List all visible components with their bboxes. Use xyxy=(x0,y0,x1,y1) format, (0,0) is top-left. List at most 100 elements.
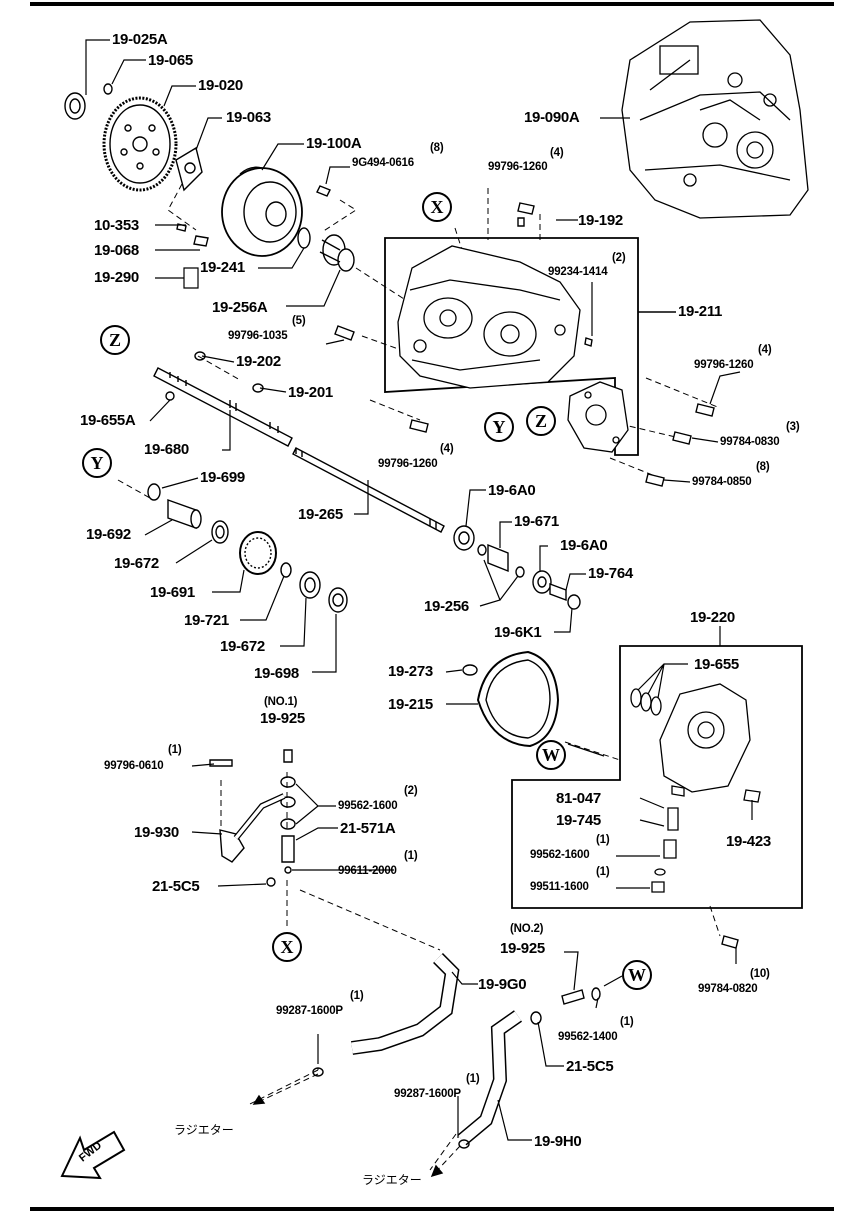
part-label: 19-220 xyxy=(690,609,735,626)
part-label: 19-698 xyxy=(254,665,299,682)
quantity-label: (3) xyxy=(786,421,800,433)
callout-circle-x: X xyxy=(422,192,452,222)
callout-circle-w: W xyxy=(536,740,566,770)
quantity-label: (1) xyxy=(596,834,610,846)
quantity-label: (NO.2) xyxy=(510,923,544,935)
part-label: 99562-1600 xyxy=(530,849,590,861)
part-label: 21-571A xyxy=(340,820,396,837)
part-label: 21-5C5 xyxy=(566,1058,614,1075)
quantity-label: (4) xyxy=(440,443,454,455)
transaxle-assembly-drawing xyxy=(621,19,809,219)
part-label: 21-5C5 xyxy=(152,878,200,895)
quantity-label: (8) xyxy=(756,461,770,473)
part-label: 19-020 xyxy=(198,77,243,94)
part-label: 19-065 xyxy=(148,52,193,69)
part-label: 19-925 xyxy=(260,710,305,727)
hoses-drawing xyxy=(209,749,739,1149)
callout-circle-z: Z xyxy=(100,325,130,355)
part-label: 99796-1035 xyxy=(228,330,288,342)
part-label: 19-063 xyxy=(226,109,271,126)
quantity-label: (1) xyxy=(350,990,364,1002)
part-label: 19-930 xyxy=(134,824,179,841)
part-label: 19-211 xyxy=(678,303,723,320)
shafts-drawing xyxy=(153,351,445,533)
transaxle-cover-drawing xyxy=(630,683,761,893)
quantity-label: (10) xyxy=(750,968,770,980)
transaxle-case-drawing xyxy=(397,245,629,453)
quantity-label: (8) xyxy=(430,142,444,154)
part-label: 19-290 xyxy=(94,269,139,286)
part-label: 19-9H0 xyxy=(534,1133,582,1150)
part-label: 19-6A0 xyxy=(488,482,536,499)
part-label: 19-680 xyxy=(144,441,189,458)
radiator-label: ラジエター xyxy=(362,1173,422,1187)
quantity-label: (1) xyxy=(404,850,418,862)
quantity-label: (5) xyxy=(292,315,306,327)
part-label: 19-192 xyxy=(578,212,623,229)
quantity-label: (4) xyxy=(758,344,772,356)
part-label: 19-671 xyxy=(514,513,559,530)
part-label: 19-672 xyxy=(114,555,159,572)
part-label: 19-655 xyxy=(694,656,739,673)
part-label: 99784-0830 xyxy=(720,436,780,448)
gear-cluster-drawing xyxy=(147,483,581,613)
quantity-label: (2) xyxy=(612,252,626,264)
part-label: 99796-0610 xyxy=(104,760,164,772)
converter-group-drawing xyxy=(64,83,355,272)
part-label: 19-265 xyxy=(298,506,343,523)
part-label: 19-691 xyxy=(150,584,195,601)
callout-circle-z: Z xyxy=(526,406,556,436)
part-label: 99796-1260 xyxy=(378,458,438,470)
o-ring-19-273 xyxy=(462,664,478,676)
gasket-drawing xyxy=(476,650,560,748)
part-label: 81-047 xyxy=(556,790,601,807)
part-label: 19-100A xyxy=(306,135,362,152)
quantity-label: (1) xyxy=(168,744,182,756)
part-label: 99511-1600 xyxy=(530,881,589,893)
part-label: 99234-1414 xyxy=(548,266,608,278)
part-label: 19-6A0 xyxy=(560,537,608,554)
part-label: 19-273 xyxy=(388,663,433,680)
quantity-label: (2) xyxy=(404,785,418,797)
part-label: 19-215 xyxy=(388,696,433,713)
fwd-arrow xyxy=(60,1130,126,1180)
part-label: 19-745 xyxy=(556,812,601,829)
part-label: 99611-2000 xyxy=(338,865,397,877)
part-label: 19-090A xyxy=(524,109,580,126)
part-label: 19-241 xyxy=(200,259,245,276)
part-label: 19-201 xyxy=(288,384,333,401)
part-label: 19-699 xyxy=(200,469,245,486)
part-label: 99796-1260 xyxy=(488,161,548,173)
part-label: 99287-1600P xyxy=(276,1005,343,1017)
case-bolts xyxy=(334,202,715,487)
quantity-label: (1) xyxy=(596,866,610,878)
part-label: 19-202 xyxy=(236,353,281,370)
radiator-label: ラジエター xyxy=(174,1123,234,1137)
part-label: 19-256A xyxy=(212,299,268,316)
part-label: 19-655A xyxy=(80,412,136,429)
part-label: 99562-1400 xyxy=(558,1031,618,1043)
case-box-frame xyxy=(384,237,639,456)
callout-circle-x: X xyxy=(272,932,302,962)
part-label: 10-353 xyxy=(94,217,139,234)
part-label: 19-068 xyxy=(94,242,139,259)
quantity-label: (NO.1) xyxy=(264,696,298,708)
part-label: 19-9G0 xyxy=(478,976,527,993)
callout-circle-y: Y xyxy=(82,448,112,478)
part-label: 19-764 xyxy=(588,565,633,582)
part-label: 19-721 xyxy=(184,612,229,629)
quantity-label: (4) xyxy=(550,147,564,159)
cover-box-frame xyxy=(511,645,803,909)
part-label: 99796-1260 xyxy=(694,359,754,371)
quantity-label: (1) xyxy=(620,1016,634,1028)
part-label: 19-925 xyxy=(500,940,545,957)
callout-circle-y: Y xyxy=(484,412,514,442)
part-label: 19-025A xyxy=(112,31,168,48)
quantity-label: (1) xyxy=(466,1073,480,1085)
part-label: 19-672 xyxy=(220,638,265,655)
leader-lines xyxy=(85,39,753,1141)
part-label: 19-423 xyxy=(726,833,771,850)
part-label: 19-256 xyxy=(424,598,469,615)
